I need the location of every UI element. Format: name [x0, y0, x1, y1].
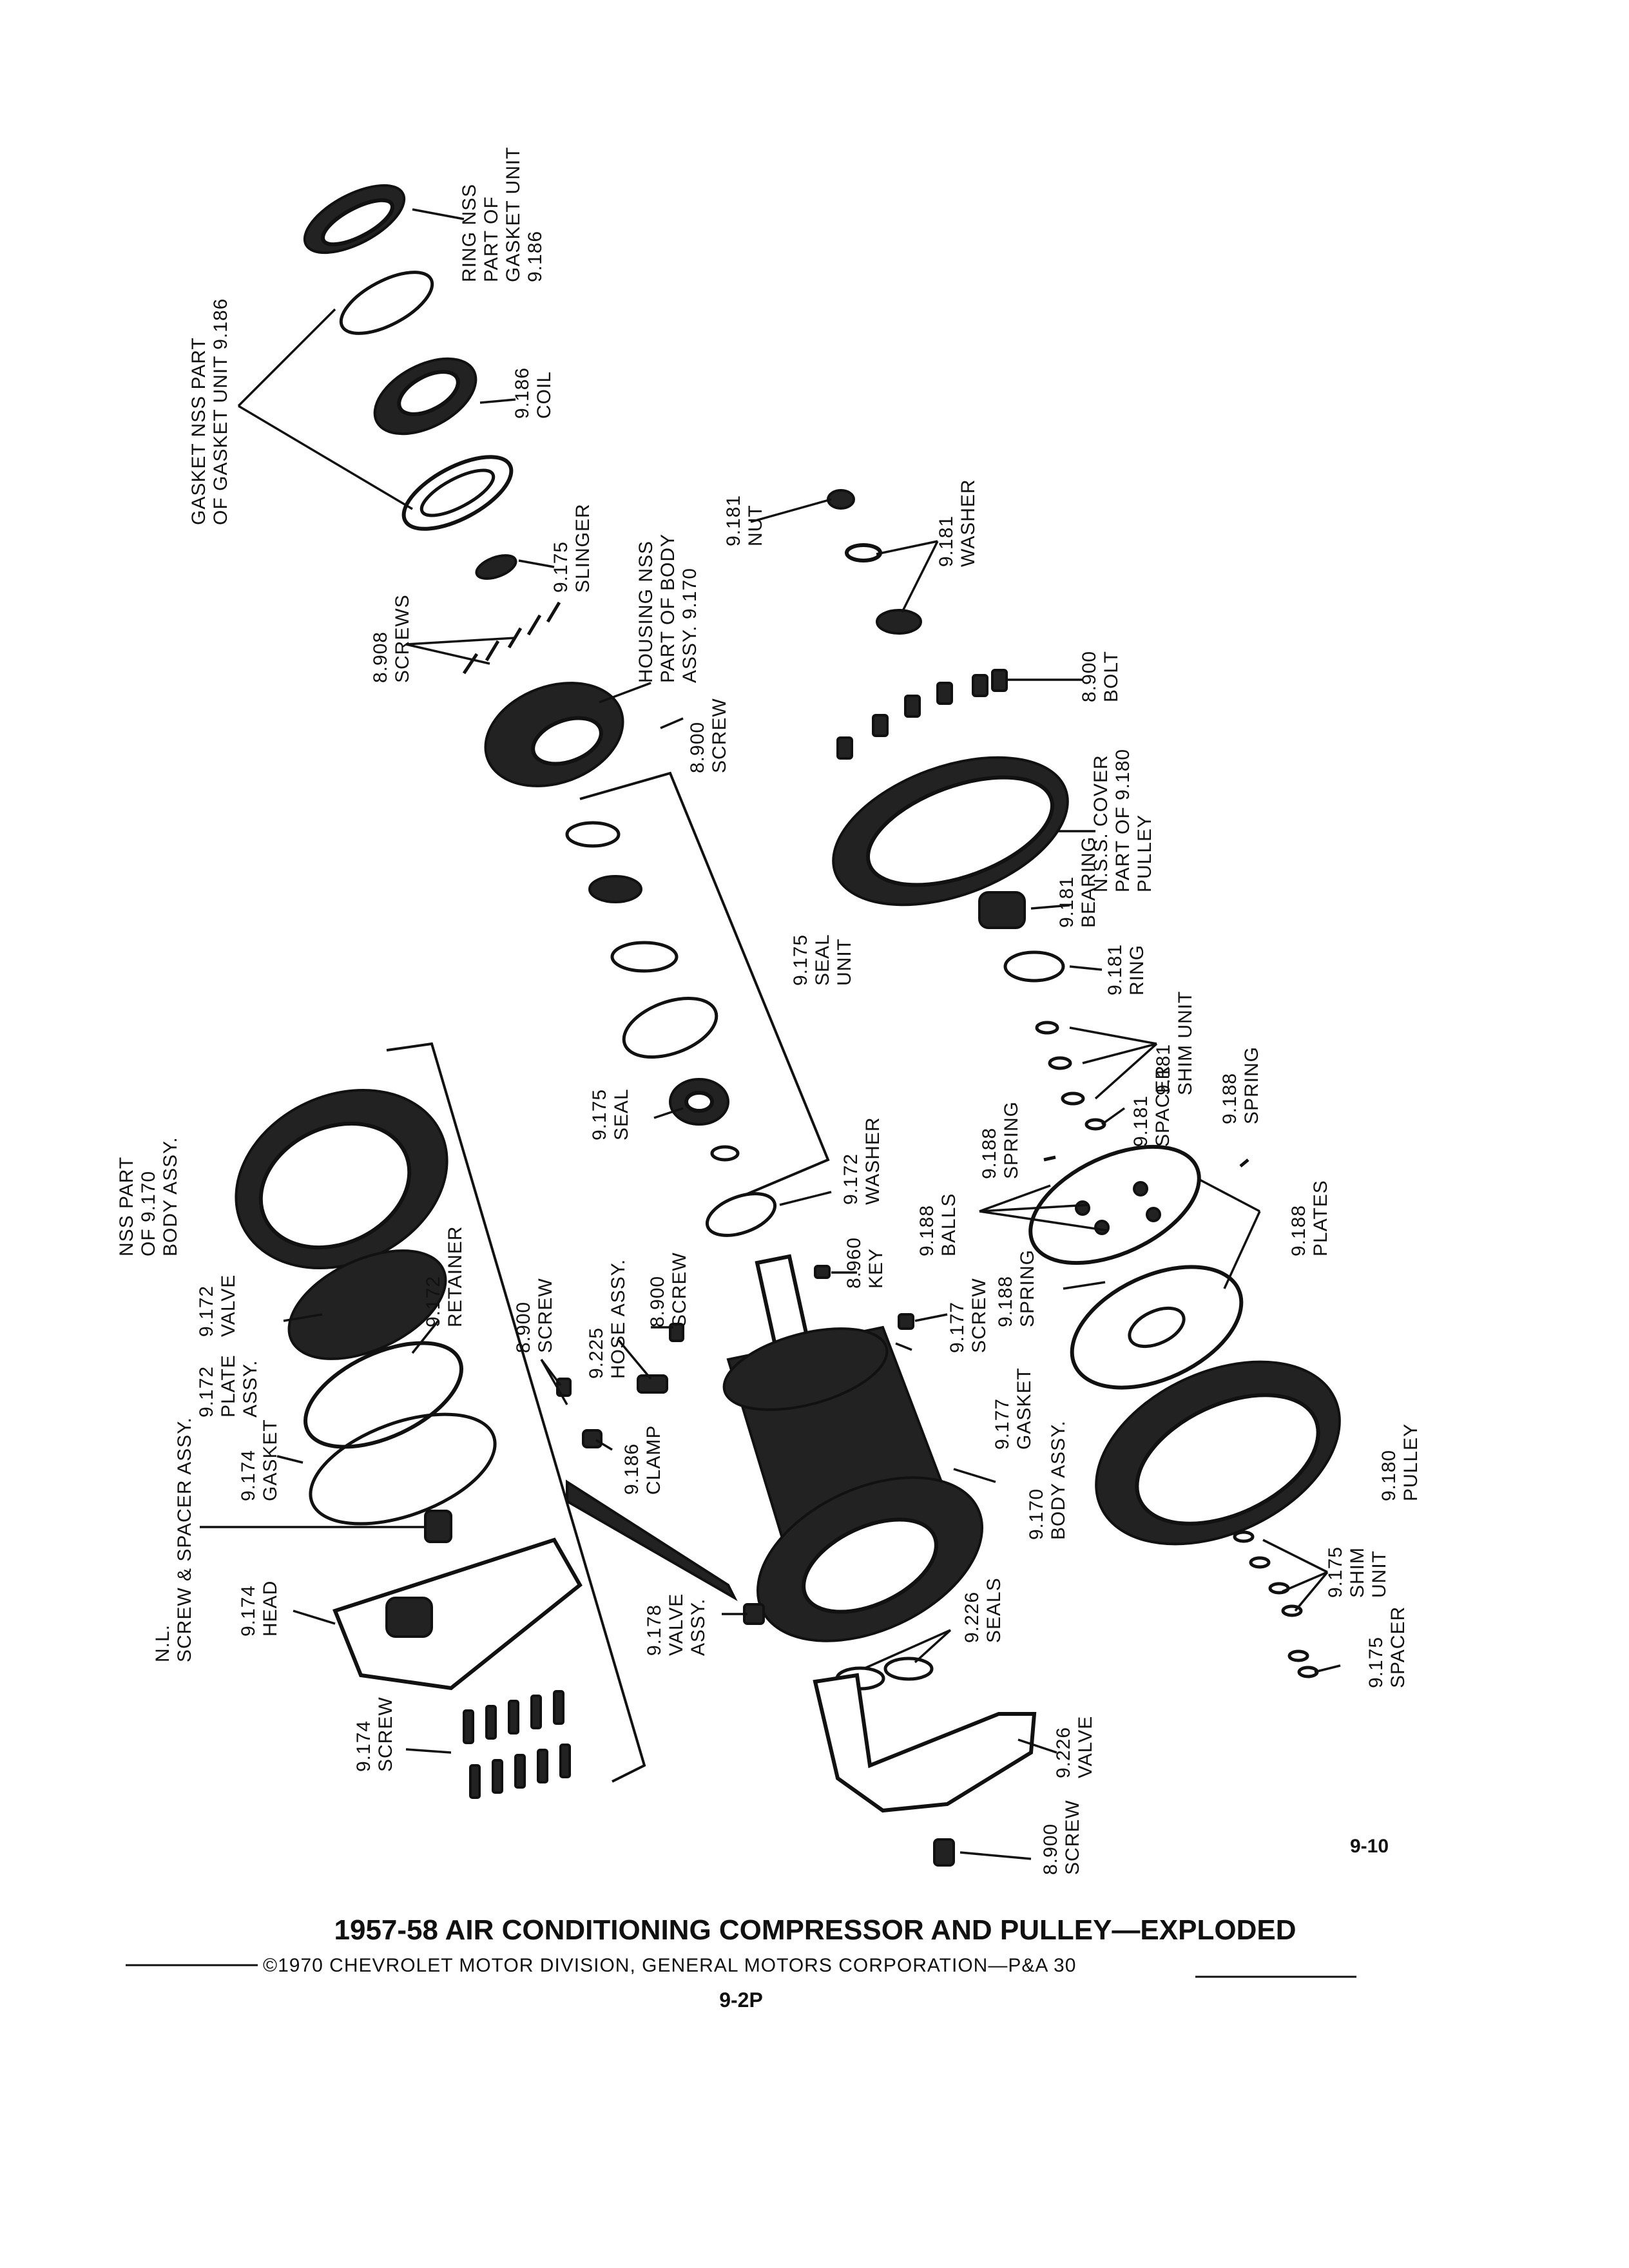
- label-seal-175: 9.175SEAL: [589, 1088, 632, 1140]
- label-spring-188-low: 9.188SPRING: [995, 1249, 1038, 1327]
- label-gasket-177: 9.177GASKET: [992, 1367, 1035, 1450]
- gasket-top-part: [339, 271, 434, 335]
- label-shim-unit-175: 9.175SHIMUNIT: [1325, 1546, 1390, 1598]
- label-cover: N.S.S. COVERPART OF 9.180PULLEY: [1090, 749, 1155, 892]
- label-ring: RING NSSPART OFGASKET UNIT9.186: [459, 147, 546, 282]
- caption-page-code: 9-2P: [719, 1988, 763, 2012]
- label-washer-172: 9.172WASHER: [840, 1117, 883, 1205]
- label-screw-spacer: N.L.SCREW & SPACER ASSY.: [152, 1417, 195, 1662]
- label-spacer-181: 9.181SPACER: [1130, 1065, 1173, 1147]
- body-assy-part: [722, 1254, 983, 1642]
- label-washer-181: 9.181WASHER: [936, 479, 979, 567]
- label-balls: 9.188BALLS: [916, 1193, 959, 1256]
- ball-ring-part: [401, 455, 514, 531]
- label-body-assy: 9.170BODY ASSY.: [1026, 1420, 1069, 1540]
- label-screw-177: 9.177SCREW: [947, 1278, 990, 1353]
- label-screw-900-bottom: 8.900SCREW: [1040, 1800, 1083, 1875]
- label-shim-unit-181: 9.181SHIM UNIT: [1153, 991, 1196, 1095]
- key-part: [814, 1265, 831, 1279]
- plate-assy-part: [304, 1341, 463, 1449]
- label-housing: HOUSING NSSPART OF BODYASSY. 9.170: [635, 533, 700, 683]
- washer-part: [845, 543, 882, 562]
- clamp-part: [582, 1429, 602, 1448]
- screws-174-parts: [463, 1690, 571, 1799]
- label-screw-174: 9.174SCREW: [353, 1696, 396, 1772]
- shim-175-parts: [1233, 1530, 1319, 1678]
- label-seal-unit: 9.175SEALUNIT: [790, 934, 855, 986]
- caption: 1957-58 AIR CONDITIONING COMPRESSOR AND …: [126, 1914, 1356, 2012]
- slinger-part: [475, 554, 517, 580]
- label-bolt: 8.900BOLT: [1079, 651, 1122, 702]
- bolts-900-parts: [836, 669, 1008, 760]
- label-gasket-174: 9.174GASKET: [238, 1419, 281, 1501]
- gasket-174-part: [309, 1412, 497, 1526]
- label-retainer: 9.172RETAINER: [423, 1226, 466, 1327]
- label-nut: 9.181NUT: [723, 495, 766, 546]
- label-screw-900-hose: 8.900SCREW: [647, 1252, 690, 1327]
- label-hose: 9.225HOSE ASSY.: [586, 1259, 629, 1379]
- caption-copyright: ©1970 CHEVROLET MOTOR DIVISION, GENERAL …: [263, 1955, 1076, 1976]
- nut-part: [827, 489, 855, 510]
- caption-title: 1957-58 AIR CONDITIONING COMPRESSOR AND …: [334, 1914, 1296, 1946]
- label-key: 8.960KEY: [843, 1237, 887, 1289]
- label-spring-188-right: 9.188SPRING: [1219, 1046, 1262, 1124]
- label-bearing: 9.181BEARING: [1056, 836, 1099, 928]
- label-ring-181: 9.181RING: [1104, 944, 1148, 995]
- bearing-part: [978, 891, 1026, 929]
- shim-spacer-small-parts: [1035, 1021, 1249, 1168]
- label-valve-172: 9.172VALVE: [196, 1274, 239, 1337]
- label-valve-assy: 9.178VALVEASSY.: [644, 1593, 709, 1656]
- label-spacer-175: 9.175SPACER: [1365, 1606, 1409, 1688]
- label-head: 9.174HEAD: [238, 1581, 281, 1637]
- label-slinger: 9.175SLINGER: [550, 503, 593, 593]
- seal-unit-parts: [565, 821, 718, 1059]
- screw-spacer-part: [424, 1510, 452, 1543]
- label-spring-188-mid: 9.188SPRING: [979, 1101, 1022, 1179]
- valve-226-part: [813, 1673, 1037, 1813]
- hose-part: [637, 1374, 668, 1394]
- part-drawings: [235, 184, 1341, 1867]
- label-nss-body: NSS PARTOF 9.170BODY ASSY.: [116, 1137, 181, 1256]
- label-screws-908: 8.908SCREWS: [370, 594, 413, 683]
- valve-172-part: [287, 1249, 447, 1360]
- label-coil: 9.186COIL: [512, 367, 555, 419]
- washer-172-part: [705, 1192, 777, 1237]
- label-valve-226: 9.226VALVE: [1053, 1716, 1096, 1778]
- label-screw-900-top: 8.900SCREW: [687, 698, 730, 773]
- screw-177-part: [898, 1313, 914, 1330]
- plates-part: [1070, 1265, 1244, 1390]
- label-plate-assy: 9.172PLATEASSY.: [196, 1354, 261, 1418]
- ring-181-part: [1003, 950, 1065, 983]
- label-seals-226: 9.226SEALS: [961, 1577, 1005, 1643]
- label-clamp: 9.186CLAMP: [621, 1425, 664, 1495]
- screw-900-bottom-part: [933, 1838, 955, 1867]
- label-screw-900-mid: 8.900SCREW: [513, 1278, 556, 1353]
- head-part: [333, 1537, 583, 1691]
- leader-lines: [200, 208, 1341, 1860]
- label-plates: 9.188PLATES: [1288, 1180, 1331, 1256]
- plate-balls-part: [1028, 1144, 1201, 1265]
- page-marker: 9-10: [1350, 1836, 1389, 1857]
- label-pulley: 9.180PULLEY: [1378, 1423, 1422, 1501]
- callout-labels: RING NSSPART OFGASKET UNIT9.186 GASKET N…: [116, 147, 1422, 1875]
- label-gasket-top: GASKET NSS PARTOF GASKET UNIT 9.186: [188, 298, 231, 525]
